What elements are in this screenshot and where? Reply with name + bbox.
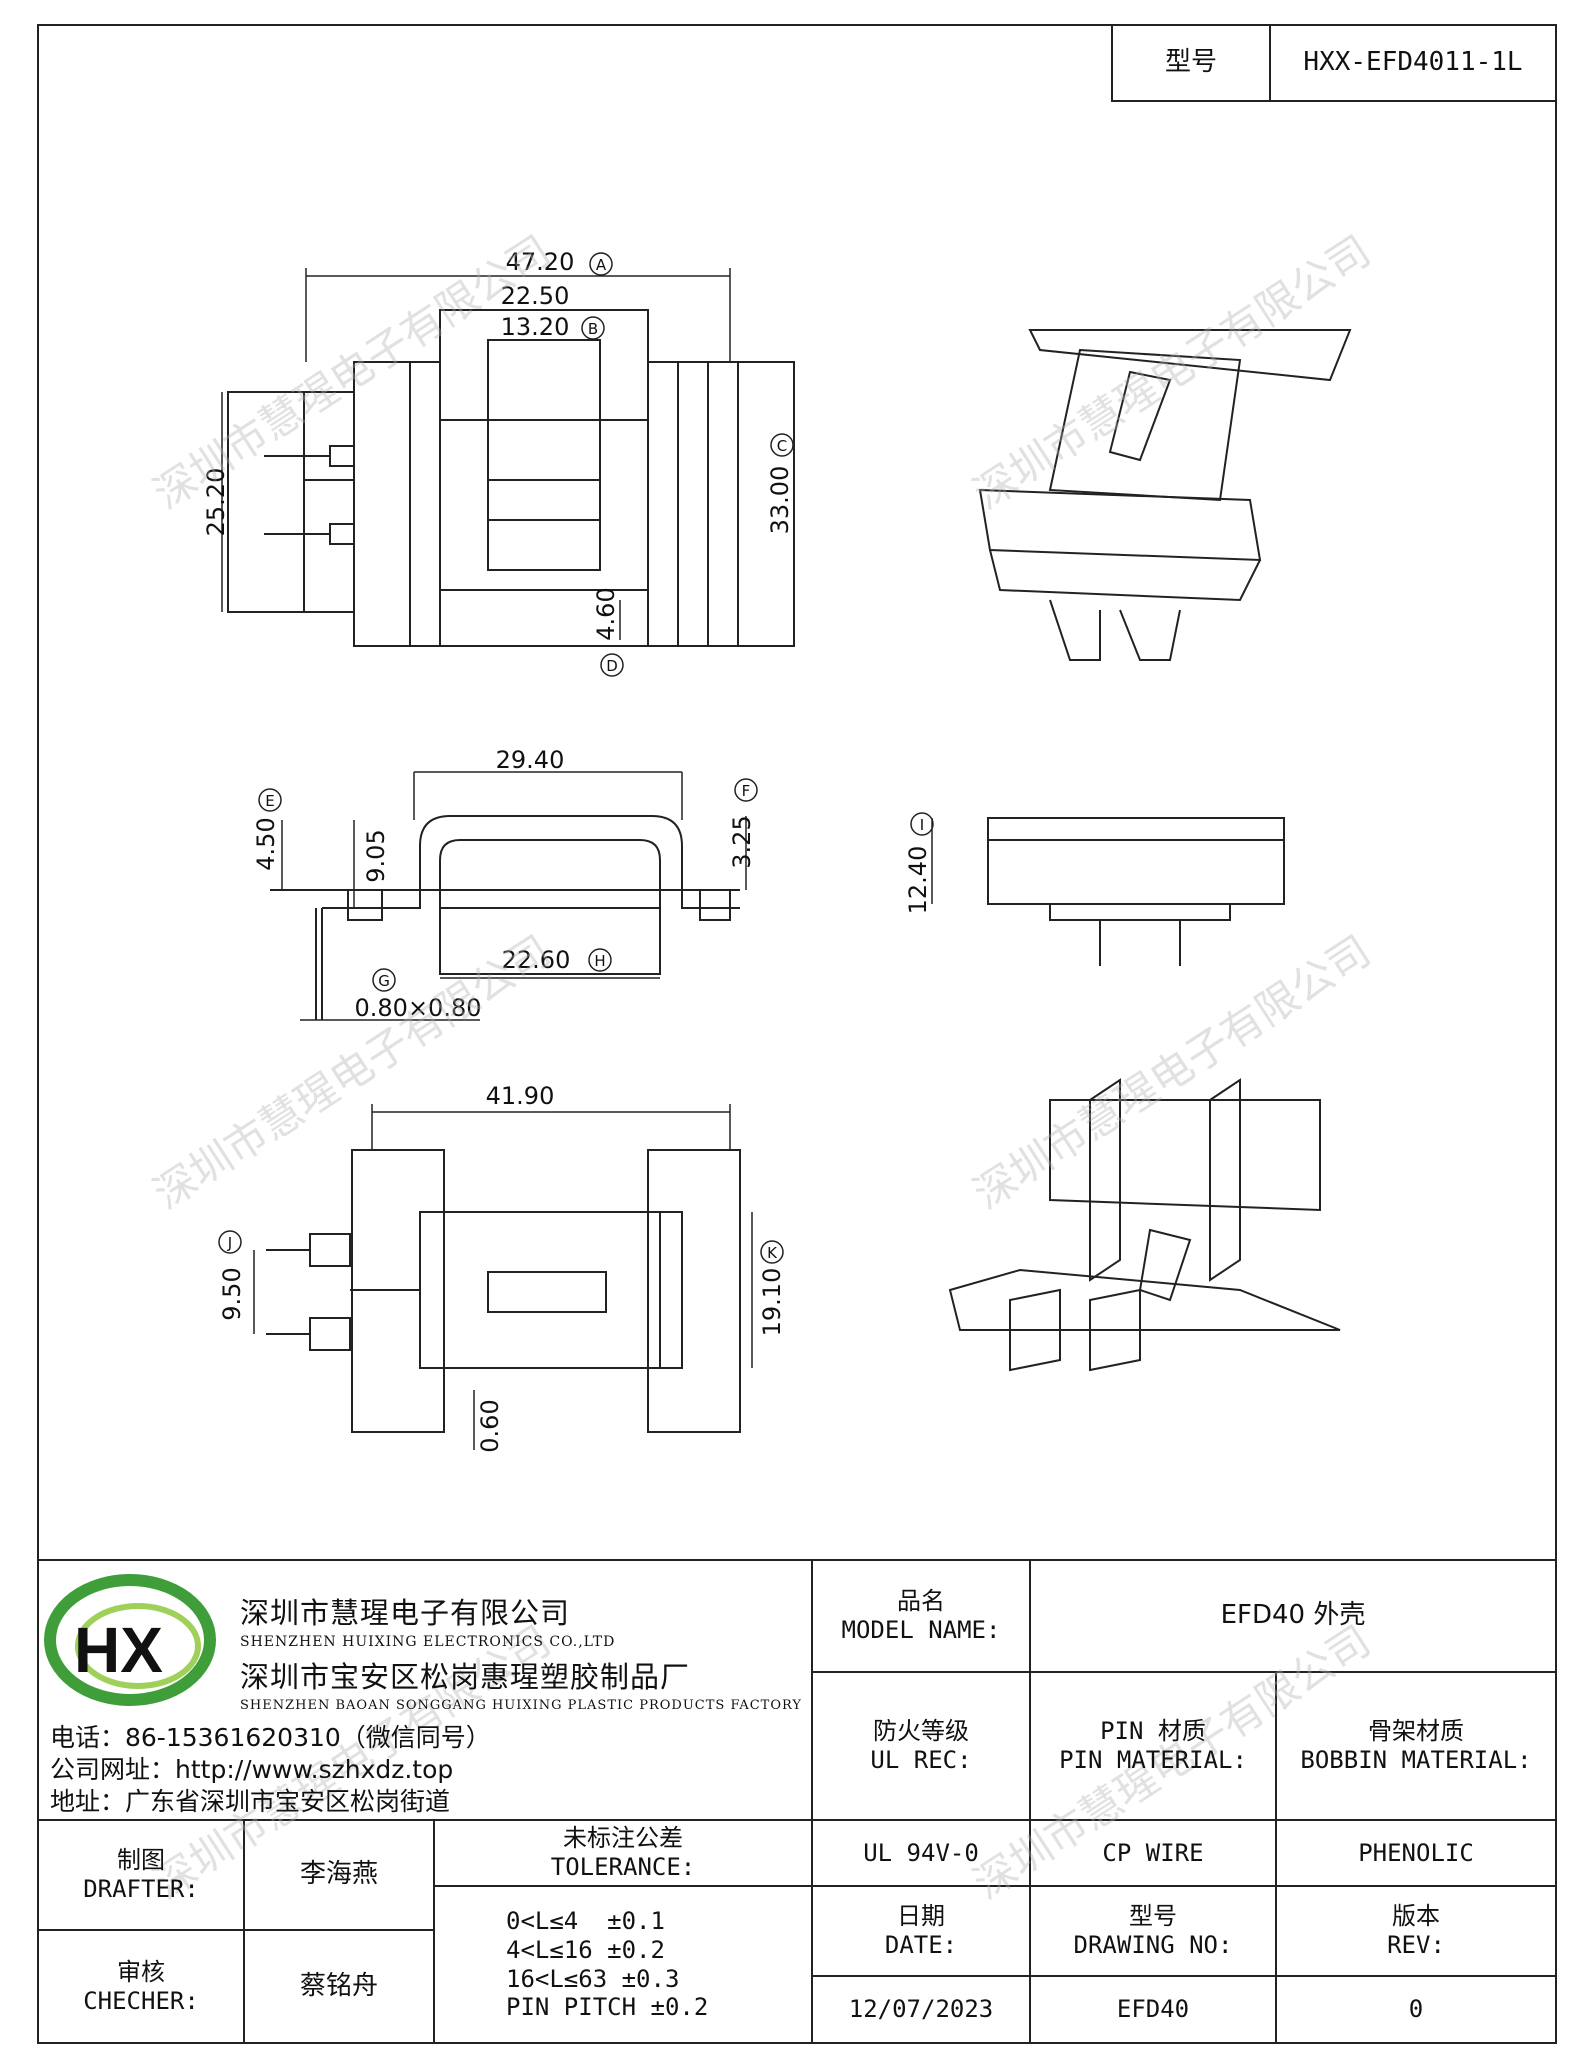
company-address: 地址：广东省深圳市宝安区松岗街道	[50, 1787, 451, 1816]
date-label: 日期 DATE:	[812, 1886, 1030, 1976]
bobbin-material-value: PHENOLIC	[1358, 1838, 1474, 1867]
tolerance-values: 0<L≤4 ±0.1 4<L≤16 ±0.2 16<L≤63 ±0.3 PIN …	[506, 1886, 806, 2043]
fire-label-cn: 防火等级	[873, 1717, 969, 1746]
product-name-label: 品名 MODEL NAME:	[812, 1560, 1030, 1672]
dim-29-40: 29.40	[496, 746, 565, 774]
model-label: 型号	[1164, 47, 1217, 78]
rev-label-en: REV:	[1387, 1931, 1445, 1959]
company-name-cn: 深圳市慧瑆电子有限公司	[240, 1596, 571, 1630]
fire-rating-value: UL 94V-0	[863, 1838, 979, 1867]
dim-41-90: 41.90	[486, 1082, 555, 1110]
model-value: HXX-EFD4011-1L	[1303, 47, 1523, 78]
isometric-bottom	[948, 1078, 1341, 1372]
bobbin-label-en: BOBBIN MATERIAL:	[1300, 1746, 1532, 1774]
dim-12-40: 12.40	[904, 846, 932, 915]
ref-j: J	[227, 1234, 232, 1252]
company-website: 公司网址：http://www.szhxdz.top	[50, 1755, 454, 1784]
tolerance-line-4: PIN PITCH ±0.2	[506, 1993, 709, 2022]
dim-3-25: 3.25	[728, 815, 756, 868]
bottom-view	[253, 1104, 753, 1450]
ref-g: G	[378, 972, 390, 990]
ref-a: A	[596, 256, 607, 274]
company-logo: HX	[44, 1574, 216, 1706]
revision-value: 0	[1408, 1995, 1424, 2024]
ref-d: D	[606, 657, 618, 675]
factory-name-cn: 深圳市宝安区松岗惠瑆塑胶制品厂	[240, 1660, 691, 1694]
tolerance-label: 未标注公差 TOLERANCE:	[434, 1820, 812, 1886]
dim-47-20: 47.20	[506, 248, 575, 276]
dim-22-50: 22.50	[501, 282, 570, 310]
ref-b: B	[588, 320, 598, 338]
tolerance-label-en: TOLERANCE:	[550, 1853, 696, 1881]
dim-0-60: 0.60	[476, 1399, 504, 1452]
checker-label-en: CHECHER:	[83, 1986, 199, 2015]
drafter-label: 制图 DRAFTER:	[38, 1820, 244, 1930]
product-name-label-cn: 品名	[897, 1587, 945, 1616]
checker-label-cn: 审核	[117, 1957, 165, 1986]
date-value: 12/07/2023	[848, 1995, 994, 2024]
drafter-label-cn: 制图	[117, 1846, 165, 1875]
drawing-label-cn: 型号	[1129, 1902, 1177, 1931]
dim-33-00: 33.00	[766, 466, 794, 535]
dim-9-50: 9.50	[218, 1267, 246, 1320]
company-phone: 电话：86-15361620310（微信同号）	[50, 1723, 491, 1752]
company-name-en: SHENZHEN HUIXING ELECTRONICS CO.,LTD	[240, 1634, 616, 1650]
rev-label-cn: 版本	[1392, 1902, 1440, 1931]
logo-text: HX	[74, 1614, 163, 1686]
dim-25-20: 25.20	[202, 468, 230, 537]
product-name-label-en: MODEL NAME:	[841, 1616, 1001, 1644]
tolerance-label-cn: 未标注公差	[563, 1824, 683, 1853]
end-view	[931, 817, 1285, 966]
checker-label: 审核 CHECHER:	[38, 1930, 244, 2043]
product-name-value: EFD40 外壳	[1220, 1600, 1366, 1631]
ref-c: C	[777, 437, 787, 455]
factory-name-en: SHENZHEN BAOAN SONGGANG HUIXING PLASTIC …	[240, 1698, 802, 1713]
date-label-en: DATE:	[884, 1931, 958, 1959]
ref-e: E	[265, 792, 274, 810]
dim-0-80: 0.80×0.80	[355, 994, 482, 1022]
drawing-no-value: EFD40	[1116, 1995, 1190, 2024]
pin-material-value: CP WIRE	[1102, 1838, 1204, 1867]
drawing-label-en: DRAWING NO:	[1073, 1931, 1233, 1959]
date-label-cn: 日期	[897, 1902, 945, 1931]
tolerance-line-3: 16<L≤63 ±0.3	[506, 1964, 680, 1993]
isometric-top	[978, 329, 1352, 661]
dim-22-60: 22.60	[502, 946, 571, 974]
drawing-no-label: 型号 DRAWING NO:	[1030, 1886, 1276, 1976]
tolerance-line-2: 4<L≤16 ±0.2	[506, 1935, 665, 1964]
dim-13-20: 13.20	[501, 313, 570, 341]
dim-4-60: 4.60	[592, 587, 620, 640]
pin-material-label: PIN 材质 PIN MATERIAL:	[1030, 1672, 1276, 1820]
drafter-label-en: DRAFTER:	[83, 1875, 199, 1903]
fire-label-en: UL REC:	[870, 1746, 972, 1774]
pin-label-en: PIN MATERIAL:	[1059, 1746, 1247, 1774]
drafter-value: 李海燕	[299, 1859, 378, 1890]
dim-4-50: 4.50	[252, 817, 280, 870]
revision-label: 版本 REV:	[1276, 1886, 1556, 1976]
tolerance-line-1: 0<L≤4 ±0.1	[506, 1906, 665, 1935]
top-view	[221, 268, 795, 647]
bobbin-label-cn: 骨架材质	[1368, 1717, 1464, 1746]
ref-i: I	[920, 816, 924, 834]
ref-k: K	[767, 1244, 778, 1262]
dim-9-05: 9.05	[362, 829, 390, 882]
fire-rating-label: 防火等级 UL REC:	[812, 1672, 1030, 1820]
ref-h: H	[594, 952, 605, 970]
ref-f: F	[742, 782, 751, 800]
side-view	[270, 771, 747, 1021]
pin-label-cn: PIN 材质	[1100, 1717, 1206, 1746]
bobbin-material-label: 骨架材质 BOBBIN MATERIAL:	[1276, 1672, 1556, 1820]
dim-19-10: 19.10	[758, 1268, 786, 1337]
checker-value: 蔡铭舟	[299, 1970, 378, 2001]
